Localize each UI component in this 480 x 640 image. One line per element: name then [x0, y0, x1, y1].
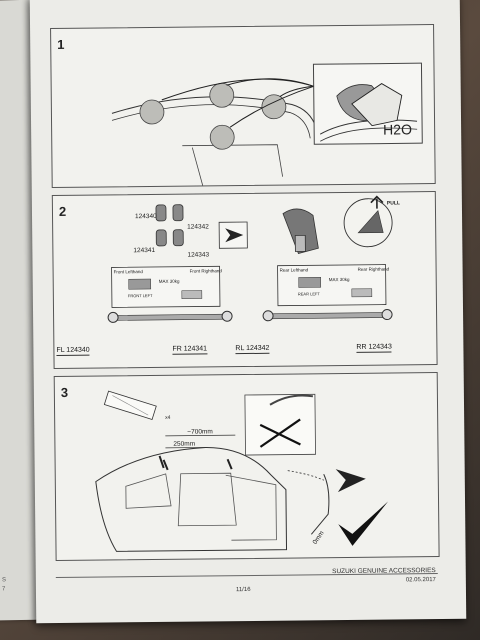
- footer-brand: SUZUKI GENUINE ACCESSORIES: [332, 567, 436, 576]
- step-1-illustration: [111, 62, 423, 186]
- distance-250: 250mm: [173, 440, 196, 448]
- distance-700: ~700mm: [187, 428, 213, 436]
- page-number: 11/16: [235, 586, 251, 594]
- step-3-illustration: [95, 390, 389, 552]
- part-code-a: 124340: [134, 212, 157, 221]
- step-2-illustration: [107, 195, 393, 323]
- step-3-panel: 3: [53, 372, 440, 562]
- fl-caption: FL 124340: [56, 346, 90, 357]
- max-load-right: MAX 30kg: [328, 276, 350, 283]
- rr-caption: RR 124343: [356, 343, 392, 353]
- rear-right-label: Rear Righthand: [357, 266, 390, 272]
- edge-text-1: S: [2, 577, 7, 584]
- fr-caption: FR 124341: [172, 345, 208, 355]
- rear-left-label: Rear Lefthand: [279, 267, 309, 273]
- rear-left-tag: REAR LEFT: [297, 291, 320, 297]
- front-left-label: Front Lefthand: [113, 269, 143, 275]
- front-right-label: Front Righthand: [189, 268, 222, 274]
- step-2-panel: 2: [51, 191, 438, 370]
- edge-text-2: 7: [2, 586, 6, 593]
- max-load-left: MAX 30kg: [158, 278, 180, 284]
- wipe-multiplier: x4: [165, 414, 171, 421]
- pull-label: PULL: [386, 200, 401, 207]
- part-code-b: 124342: [187, 223, 209, 231]
- part-code-c: 124341: [133, 246, 156, 255]
- step-1-panel: 1: [50, 24, 436, 189]
- h2o-label: H2O: [383, 121, 413, 138]
- instruction-page: 1: [29, 0, 467, 624]
- rl-caption: RL 124342: [235, 344, 270, 355]
- part-code-d: 124343: [187, 251, 210, 259]
- footer-date: 02.05.2017: [405, 577, 436, 584]
- front-left-tag: FRONT LEFT: [127, 292, 153, 299]
